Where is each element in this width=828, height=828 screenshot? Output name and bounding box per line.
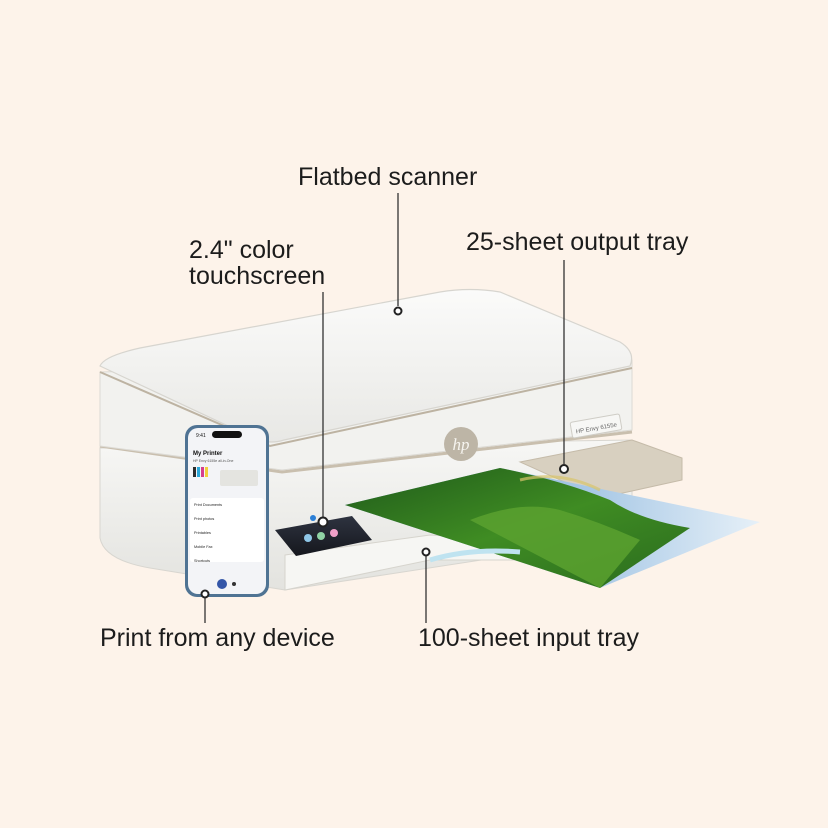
callout-leaders bbox=[204, 193, 565, 623]
phone-menu-item[interactable]: Print Documents bbox=[194, 503, 222, 507]
svg-text:hp: hp bbox=[453, 435, 470, 454]
model-plate bbox=[569, 413, 623, 439]
wifi-indicator-icon bbox=[310, 515, 316, 521]
callout-touchscreen: 2.4" color touchscreen bbox=[189, 236, 326, 290]
phone-menu-item[interactable]: Shortcuts bbox=[194, 559, 210, 563]
printer-mid-seam bbox=[99, 430, 633, 474]
phone-menu-item[interactable]: Mobile Fax bbox=[194, 545, 213, 549]
screen-icon bbox=[330, 529, 338, 537]
lid-edge bbox=[99, 367, 633, 448]
callout-output-tray: 25-sheet output tray bbox=[466, 228, 689, 256]
app-subtitle: HP Envy 6155e all-in-One bbox=[193, 459, 233, 463]
phone-menu-item[interactable]: Printables bbox=[194, 531, 211, 535]
callout-input-tray: 100-sheet input tray bbox=[418, 624, 639, 652]
phone-menu-item[interactable]: Print photos bbox=[194, 517, 214, 521]
callout-dots bbox=[200, 306, 569, 599]
callout-flatbed-scanner: Flatbed scanner bbox=[298, 163, 478, 191]
callout-print-any-device: Print from any device bbox=[100, 624, 335, 652]
screen-icon bbox=[317, 532, 325, 540]
app-title: My Printer bbox=[193, 451, 223, 457]
smartphone: 9:41 My Printer HP Envy 6155e all-in-One… bbox=[185, 425, 269, 597]
hp-logo-icon: hp bbox=[444, 427, 478, 461]
phone-time: 9:41 bbox=[196, 433, 206, 439]
printed-photo bbox=[345, 468, 760, 588]
phone-nav-icon[interactable] bbox=[217, 579, 227, 589]
screen-icon bbox=[304, 534, 312, 542]
printer-lid bbox=[99, 288, 633, 443]
